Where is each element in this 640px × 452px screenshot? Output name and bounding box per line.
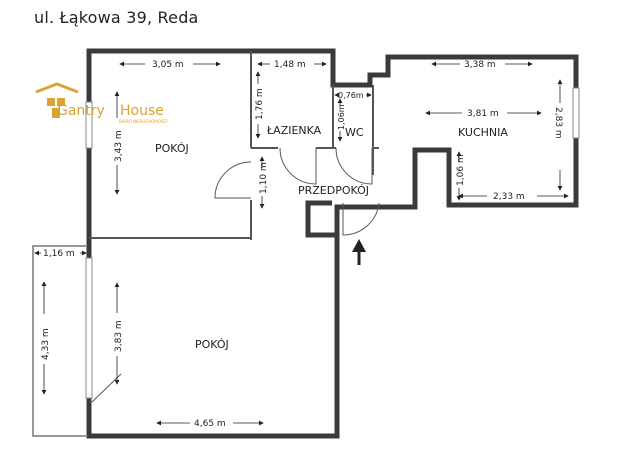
dim-label-pokoj-bottom-width: 4,65 m — [194, 419, 226, 429]
dim-label-kuchnia-depth: 2,83 m — [553, 107, 563, 139]
dim-label-pokoj-bottom-depth: 3,83 m — [114, 320, 124, 352]
dim-label-balcony-depth: 4,33 m — [41, 328, 51, 360]
room-label-lazienka: ŁAZIENKA — [266, 124, 322, 137]
dim-label-kuchnia-width-outer: 3,38 m — [464, 60, 496, 70]
wall-bottom-room — [86, 235, 340, 439]
logo-name-part1: Gantry — [57, 103, 105, 119]
dim-label-pokoj-top-depth: 3,43 m — [114, 130, 124, 162]
dim-label-pokoj-top-width: 3,05 m — [152, 60, 184, 70]
dim-label-lazienka-width: 1,48 m — [274, 60, 306, 70]
gantry-house-logo: Gantry House BIURO NIERUCHOMOŚCI — [35, 82, 168, 124]
windows — [85, 87, 580, 399]
room-label-pokoj-top: POKÓJ — [155, 142, 189, 155]
room-labels: POKÓJ ŁAZIENKA WC KUCHNIA PRZEDPOKÓJ POK… — [155, 124, 508, 351]
room-label-pokoj-bottom: POKÓJ — [195, 338, 229, 351]
logo-roof-icon — [35, 82, 79, 94]
dim-label-lazienka-depth: 1,76 m — [255, 88, 265, 120]
doors — [91, 147, 380, 403]
balcony-outline — [32, 245, 86, 437]
window-bottom-room — [85, 257, 93, 399]
room-label-przedpokoj: PRZEDPOKÓJ — [298, 184, 369, 197]
dim-label-wc-depth: 1,06m — [337, 104, 346, 130]
window-kitchen — [572, 87, 580, 139]
door-entrance — [342, 202, 380, 236]
door-top-room — [214, 161, 252, 199]
window-top-room — [85, 101, 93, 149]
logo-name-part2: House — [120, 103, 164, 119]
dimension-labels: 3,05 m 3,43 m 1,48 m 1,76 m 0,76m 1,06m … — [41, 60, 563, 429]
logo-subtitle: BIURO NIERUCHOMOŚCI — [119, 119, 168, 124]
entrance-arrow-icon — [352, 239, 366, 265]
door-wc — [335, 147, 373, 185]
door-balcony — [91, 373, 122, 403]
room-label-kuchnia: KUCHNIA — [458, 126, 508, 139]
dim-label-wc-width: 0,76m — [338, 91, 364, 100]
interior-walls — [89, 51, 379, 240]
logo-window-icon — [57, 98, 65, 106]
logo-door-icon — [52, 108, 60, 118]
dim-label-corridor-depth: 1,10 m — [259, 162, 269, 194]
dim-label-kuchnia-notch-depth: 1,06 m — [456, 154, 466, 186]
dim-label-kuchnia-width-inner: 3,81 m — [467, 109, 499, 119]
address-title: ul. Łąkowa 39, Reda — [34, 8, 199, 27]
room-label-wc: WC — [345, 126, 364, 139]
door-bathroom — [279, 147, 317, 185]
dim-label-balcony-width: 1,16 m — [43, 249, 75, 259]
dim-label-kuchnia-notch-width: 2,33 m — [493, 192, 525, 202]
logo-window-icon — [47, 98, 55, 106]
dimension-lines — [34, 61, 569, 426]
balcony — [32, 245, 86, 437]
